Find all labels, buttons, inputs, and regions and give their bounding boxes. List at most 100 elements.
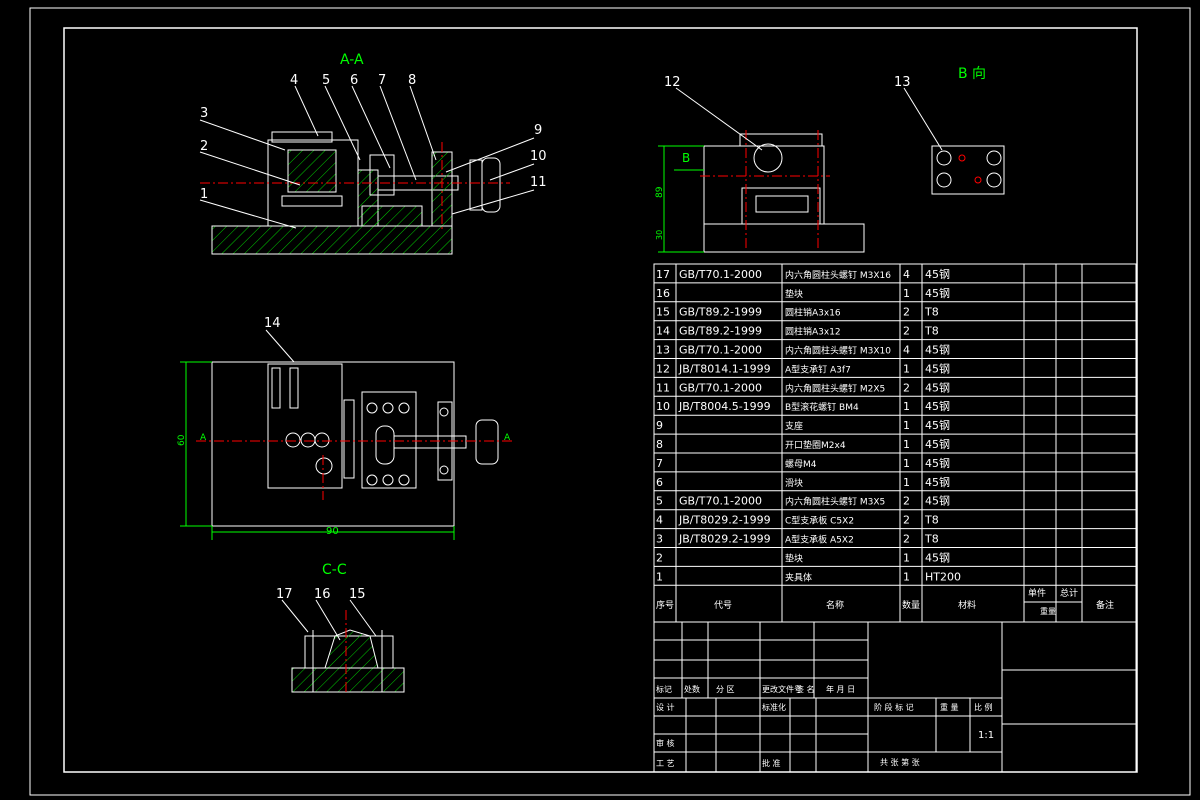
bom-header-unit: 单件: [1028, 587, 1046, 599]
view-arrow-b: B: [682, 151, 690, 165]
bom-cell-no: 3: [656, 533, 663, 546]
bom-cell-no: 11: [656, 381, 670, 394]
bom-cell-name: 内六角圆柱头螺钉 M3X10: [785, 345, 891, 357]
bom-cell-mat: 45钢: [925, 476, 950, 489]
bom-cell-no: 2: [656, 551, 663, 564]
bom-cell-qty: 1: [903, 438, 910, 451]
bom-cell-name: 内六角圆柱头螺钉 M3X5: [785, 496, 885, 508]
bom-cell-mat: 45钢: [925, 362, 950, 375]
plan-plate: [343, 399, 355, 479]
bom-cell-no: 1: [656, 570, 663, 583]
leader-12: 12: [664, 75, 681, 90]
tb-standard: 标准化: [762, 702, 786, 712]
leader-1: 1: [200, 187, 208, 202]
bom-cell-mat: T8: [924, 325, 939, 338]
leader-2: 2: [200, 139, 208, 154]
tb-sheets: 共 张 第 张: [880, 757, 920, 767]
bom-cell-code: JB/T8029.2-1999: [678, 533, 771, 546]
bom-header-name: 名称: [826, 599, 844, 611]
bom-cell-mat: 45钢: [925, 551, 950, 564]
section-arrow-a-right: A: [504, 433, 511, 443]
bom-cell-name: 圆柱销A3x16: [785, 307, 841, 319]
bom-cell-name: 螺母M4: [785, 459, 817, 470]
bom-cell-mat: 45钢: [925, 381, 950, 394]
bom-cell-no: 6: [656, 476, 663, 489]
bom-cell-mat: HT200: [925, 570, 961, 583]
bom-cell-name: A型支承板 A5X2: [785, 534, 854, 546]
bom-cell-no: 10: [656, 400, 670, 413]
bom-cell-no: 5: [656, 495, 663, 508]
leader-10: 10: [530, 149, 547, 164]
bom-cell-no: 14: [656, 325, 670, 338]
plan-view: 60 90 A A 14: [177, 316, 512, 540]
section-cc-title: C-C: [322, 562, 347, 578]
bom-cell-no: 16: [656, 287, 670, 300]
bom-cell-name: A型支承钉 A3f7: [785, 363, 851, 375]
section-aa-view: A-A 1 2: [199, 52, 547, 255]
plan-body: [267, 363, 343, 489]
bom-cell-mat: 45钢: [925, 268, 950, 281]
bom-cell-no: 9: [656, 419, 663, 432]
bom-cell-name: 内六角圆柱头螺钉 M3X16: [785, 269, 891, 281]
bom-cell-code: GB/T89.2-1999: [679, 306, 762, 319]
tb-scale-value: 1:1: [978, 730, 994, 741]
bom-cell-qty: 1: [903, 362, 910, 375]
tb-stage: 阶 段 标 记: [874, 702, 914, 712]
section-cc-view: C-C 17 16 15: [276, 562, 405, 695]
leader-4: 4: [290, 73, 298, 88]
support: [369, 154, 395, 196]
bom-cell-name: 滑块: [785, 477, 803, 489]
bom-table: [653, 263, 1137, 623]
leader-14-line: [265, 329, 295, 363]
b-plate: [931, 145, 1005, 195]
leader-9: 9: [534, 123, 542, 138]
tb-mark: 标记: [656, 684, 672, 694]
bom-cell-code: JB/T8004.5-1999: [678, 400, 771, 413]
knob-hub: [469, 159, 483, 211]
plan-dimensions: [180, 361, 455, 540]
clamp-body-hatch: [287, 149, 337, 193]
title-block-text: 标记 处数 分 区 更改文件号 签 名 年 月 日 设 计 标准化 审 核 工 …: [656, 684, 994, 768]
bom-cell-mat: T8: [924, 533, 939, 546]
leader-14: 14: [264, 316, 281, 331]
tb-count: 处数: [684, 684, 700, 694]
tb-zone: 分 区: [716, 685, 735, 694]
bom-cell-code: GB/T70.1-2000: [679, 381, 762, 394]
leader-16: 16: [314, 587, 331, 602]
plan-slot: [375, 425, 395, 465]
leader-11: 11: [530, 175, 547, 190]
plan-knob: [475, 419, 499, 465]
base-plate: [211, 225, 453, 255]
b-direction-view: B 向 13: [894, 66, 1005, 195]
tb-sign: 签 名: [796, 684, 815, 694]
bom-cell-qty: 2: [903, 381, 910, 394]
bom-header-no: 序号: [656, 599, 674, 611]
bom-cell-no: 8: [656, 438, 663, 451]
bom-cell-mat: 45钢: [925, 344, 950, 357]
bom-cell-no: 17: [656, 268, 670, 281]
bom-cell-no: 15: [656, 306, 670, 319]
bom-cell-qty: 4: [903, 344, 910, 357]
leader-17: 17: [276, 587, 293, 602]
bom-cell-name: C型支承板 C5X2: [785, 515, 854, 527]
bom-cell-mat: T8: [924, 514, 939, 527]
bom-header-total: 总计: [1060, 587, 1078, 599]
bom-cell-no: 13: [656, 344, 670, 357]
leader-3: 3: [200, 106, 208, 121]
lower-support: [361, 205, 423, 227]
bom-header-mat: 材料: [958, 599, 976, 611]
cc-block: [324, 629, 379, 669]
knurled-knob: [481, 157, 501, 213]
bom-cell-name: B型滚花螺钉 BM4: [785, 401, 859, 413]
bom-cell-name: 夹具体: [785, 571, 812, 583]
bom-cell-no: 7: [656, 457, 663, 470]
leader-15: 15: [349, 587, 366, 602]
dimension-width: 90: [326, 526, 339, 537]
bom-cell-mat: 45钢: [925, 419, 950, 432]
bom-cell-no: 12: [656, 362, 670, 375]
tb-scale: 比 例: [974, 702, 993, 712]
cc-base: [291, 667, 405, 693]
leader-5: 5: [322, 73, 330, 88]
bom-cell-name: 垫块: [785, 552, 803, 564]
tb-weight: 重 量: [940, 702, 959, 712]
